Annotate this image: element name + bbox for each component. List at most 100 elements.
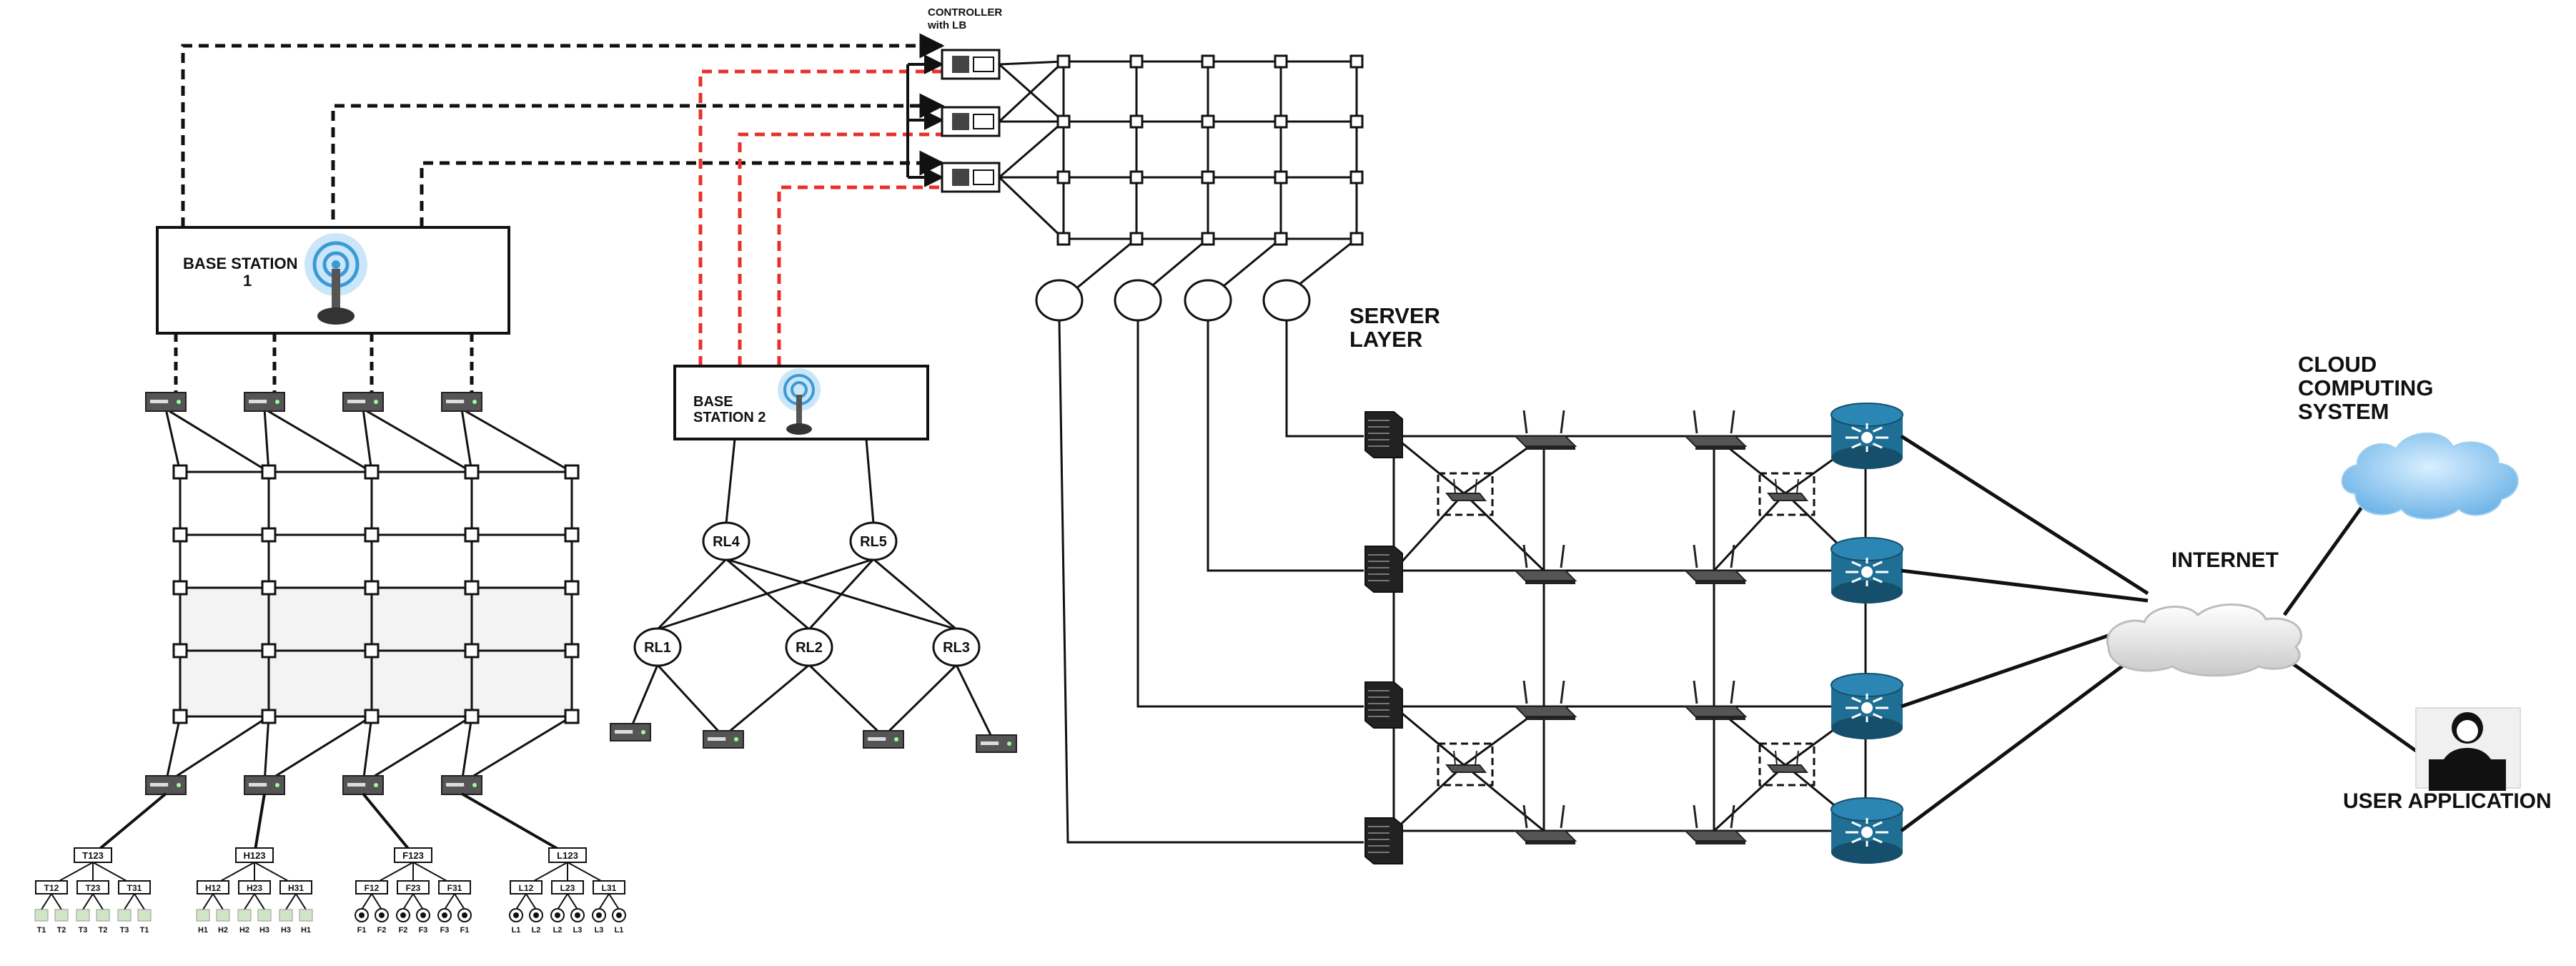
switch-node[interactable] bbox=[1349, 232, 1364, 246]
mesh-node[interactable] bbox=[261, 709, 277, 724]
wireless-access-point[interactable] bbox=[1683, 804, 1748, 844]
switch-node[interactable] bbox=[1129, 170, 1144, 184]
relay-node[interactable]: RL1 bbox=[633, 627, 682, 667]
sub-cluster-node[interactable]: H31 bbox=[279, 880, 312, 894]
switch-node[interactable] bbox=[1129, 232, 1144, 246]
sub-cluster-node[interactable]: F31 bbox=[438, 880, 471, 894]
gateway-2[interactable] bbox=[1114, 279, 1162, 322]
mesh-node[interactable] bbox=[464, 580, 480, 596]
sink-node[interactable] bbox=[244, 775, 285, 795]
sensor-node[interactable]: F1 bbox=[355, 908, 369, 935]
end-device[interactable] bbox=[863, 730, 904, 749]
cluster-head[interactable]: H123 bbox=[235, 847, 274, 863]
relay-node[interactable]: RL2 bbox=[785, 627, 833, 667]
wireless-switch[interactable] bbox=[1445, 478, 1487, 501]
sub-cluster-node[interactable]: T23 bbox=[76, 880, 109, 894]
mesh-node[interactable] bbox=[261, 580, 277, 596]
relay-node[interactable]: RL5 bbox=[849, 521, 898, 561]
wireless-access-point[interactable] bbox=[1683, 680, 1748, 720]
sensor-node[interactable]: L3 bbox=[570, 908, 585, 935]
gateway-3[interactable] bbox=[1184, 279, 1232, 322]
sink-node[interactable] bbox=[145, 775, 187, 795]
switch-node[interactable] bbox=[1201, 170, 1215, 184]
controller-1[interactable] bbox=[941, 49, 1001, 80]
sub-cluster-node[interactable]: T31 bbox=[118, 880, 151, 894]
mesh-node[interactable] bbox=[172, 709, 188, 724]
mesh-node[interactable] bbox=[172, 464, 188, 480]
switch-node[interactable] bbox=[1274, 170, 1288, 184]
sensor-node[interactable]: L2 bbox=[550, 908, 565, 935]
sensor-node[interactable]: T3 bbox=[76, 909, 90, 935]
end-device[interactable] bbox=[703, 730, 744, 749]
mesh-node[interactable] bbox=[464, 643, 480, 659]
router-icon[interactable] bbox=[1831, 797, 1903, 864]
wireless-switch[interactable] bbox=[1766, 750, 1809, 773]
sensor-node[interactable]: L3 bbox=[592, 908, 606, 935]
switch-node[interactable] bbox=[1274, 54, 1288, 69]
wireless-access-point[interactable] bbox=[1513, 544, 1577, 584]
sub-cluster-node[interactable]: H23 bbox=[238, 880, 271, 894]
mesh-node[interactable] bbox=[261, 643, 277, 659]
sink-node[interactable] bbox=[441, 775, 482, 795]
mesh-node[interactable] bbox=[464, 527, 480, 543]
switch-node[interactable] bbox=[1056, 170, 1071, 184]
sensor-node[interactable]: T2 bbox=[96, 909, 110, 935]
relay-node[interactable]: RL4 bbox=[702, 521, 750, 561]
cluster-head[interactable]: F123 bbox=[394, 847, 432, 863]
sub-cluster-node[interactable]: L31 bbox=[593, 880, 625, 894]
sensor-node[interactable]: L2 bbox=[529, 908, 543, 935]
wireless-switch[interactable] bbox=[1766, 478, 1809, 501]
switch-node[interactable] bbox=[1274, 232, 1288, 246]
sensor-node[interactable]: F3 bbox=[416, 908, 430, 935]
wireless-access-point[interactable] bbox=[1513, 680, 1577, 720]
sensor-node[interactable]: H3 bbox=[279, 909, 293, 935]
wireless-switch[interactable] bbox=[1445, 750, 1487, 773]
switch-node[interactable] bbox=[1201, 54, 1215, 69]
switch-node[interactable] bbox=[1349, 170, 1364, 184]
server-icon[interactable] bbox=[1364, 817, 1403, 864]
mesh-node[interactable] bbox=[172, 527, 188, 543]
switch-node[interactable] bbox=[1274, 114, 1288, 129]
mesh-node[interactable] bbox=[564, 709, 580, 724]
switch-node[interactable] bbox=[1129, 54, 1144, 69]
sub-cluster-node[interactable]: L23 bbox=[551, 880, 584, 894]
sink-node[interactable] bbox=[244, 392, 285, 412]
cluster-head[interactable]: L123 bbox=[548, 847, 587, 863]
mesh-node[interactable] bbox=[564, 643, 580, 659]
mesh-node[interactable] bbox=[261, 527, 277, 543]
cluster-head[interactable]: T123 bbox=[74, 847, 112, 863]
mesh-node[interactable] bbox=[261, 464, 277, 480]
wireless-access-point[interactable] bbox=[1513, 410, 1577, 450]
sink-node[interactable] bbox=[145, 392, 187, 412]
mesh-node[interactable] bbox=[172, 580, 188, 596]
mesh-node[interactable] bbox=[564, 580, 580, 596]
switch-node[interactable] bbox=[1349, 54, 1364, 69]
server-icon[interactable] bbox=[1364, 411, 1403, 458]
sensor-node[interactable]: H3 bbox=[257, 909, 272, 935]
sub-cluster-node[interactable]: F12 bbox=[355, 880, 388, 894]
mesh-node[interactable] bbox=[464, 464, 480, 480]
sub-cluster-node[interactable]: H12 bbox=[197, 880, 229, 894]
mesh-node[interactable] bbox=[364, 709, 380, 724]
mesh-node[interactable] bbox=[364, 643, 380, 659]
mesh-node[interactable] bbox=[172, 643, 188, 659]
sensor-node[interactable]: T3 bbox=[117, 909, 132, 935]
gateway-4[interactable] bbox=[1262, 279, 1311, 322]
switch-node[interactable] bbox=[1349, 114, 1364, 129]
base-station-1[interactable]: BASE STATION 1 bbox=[156, 226, 510, 335]
router-icon[interactable] bbox=[1831, 403, 1903, 469]
sensor-node[interactable]: F2 bbox=[375, 908, 389, 935]
switch-node[interactable] bbox=[1201, 232, 1215, 246]
sub-cluster-node[interactable]: T12 bbox=[35, 880, 68, 894]
switch-node[interactable] bbox=[1201, 114, 1215, 129]
sensor-node[interactable]: H1 bbox=[299, 909, 313, 935]
end-device[interactable] bbox=[610, 723, 651, 741]
mesh-node[interactable] bbox=[464, 709, 480, 724]
mesh-node[interactable] bbox=[564, 527, 580, 543]
sensor-node[interactable]: F2 bbox=[396, 908, 410, 935]
gateway-1[interactable] bbox=[1035, 279, 1084, 322]
server-icon[interactable] bbox=[1364, 546, 1403, 593]
wireless-access-point[interactable] bbox=[1513, 804, 1577, 844]
sink-node[interactable] bbox=[342, 392, 384, 412]
relay-node[interactable]: RL3 bbox=[932, 627, 981, 667]
